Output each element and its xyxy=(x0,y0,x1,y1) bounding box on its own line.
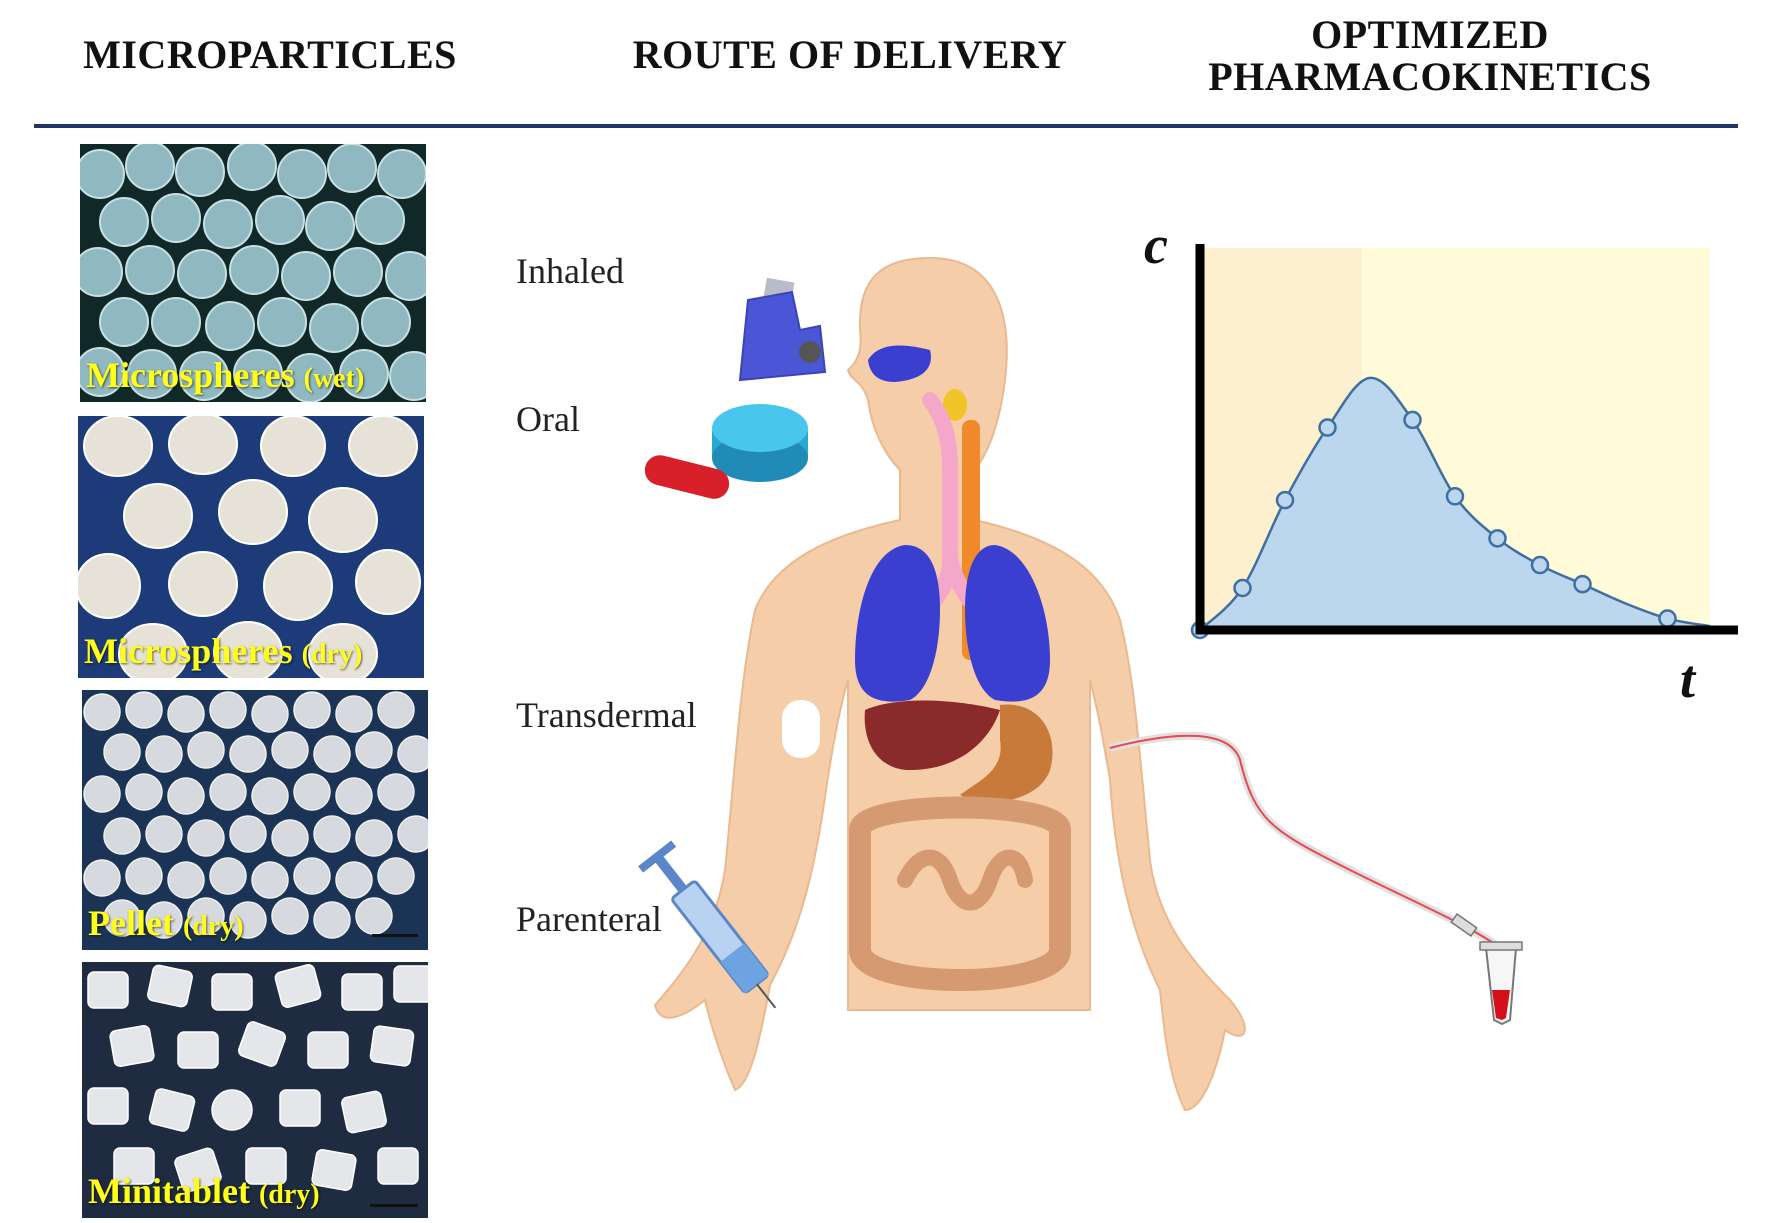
intestines xyxy=(849,796,1071,991)
route-label-inhaled: Inhaled xyxy=(516,251,624,291)
transdermal-patch xyxy=(782,700,820,758)
data-point xyxy=(1488,529,1507,548)
left-lung xyxy=(855,545,940,702)
heading-pk-line1: OPTIMIZED xyxy=(1311,12,1549,57)
y-axis-label: c xyxy=(1144,215,1168,275)
x-axis-label: t xyxy=(1680,649,1696,709)
minitablet-image xyxy=(82,962,428,1218)
data-point xyxy=(1445,487,1465,506)
data-point xyxy=(1318,418,1337,437)
blood-sampling-line xyxy=(1109,731,1513,959)
organs xyxy=(782,345,1071,991)
dry-spheres-image xyxy=(78,416,424,678)
photo-microspheres-wet: Microspheres (wet) xyxy=(80,144,426,402)
sample-vial-icon xyxy=(1450,912,1523,1026)
right-lung xyxy=(965,545,1050,702)
header-divider xyxy=(34,124,1738,128)
stomach xyxy=(960,704,1053,802)
data-point xyxy=(1573,574,1592,594)
liver xyxy=(864,700,1000,770)
tablet-icon xyxy=(712,404,808,482)
heading-optimized-pharmacokinetics: OPTIMIZED PHARMACOKINETICS xyxy=(1150,14,1710,98)
pellet-image xyxy=(82,690,428,950)
human-body-silhouette xyxy=(653,256,1246,1112)
heading-route-of-delivery: ROUTE OF DELIVERY xyxy=(632,32,1068,77)
heading-microparticles: MICROPARTICLES xyxy=(83,32,457,77)
wet-spheres-image xyxy=(80,144,426,402)
pk-chart xyxy=(1190,244,1738,640)
capsule-icon xyxy=(644,455,730,499)
data-point xyxy=(1233,578,1252,598)
caption-microspheres-dry: Microspheres (dry) xyxy=(84,631,363,671)
photo-microspheres-dry: Microspheres (dry) xyxy=(78,416,424,678)
photo-pellet-dry: Pellet (dry) xyxy=(82,690,428,950)
caption-minitablet-dry: Minitablet (dry) xyxy=(88,1171,320,1211)
photo-minitablet-dry: Minitablet (dry) xyxy=(82,962,428,1218)
nasal-cavity xyxy=(868,345,931,382)
caption-pellet-dry: Pellet (dry) xyxy=(88,903,244,943)
route-label-parenteral: Parenteral xyxy=(516,899,662,939)
caption-microspheres-wet: Microspheres (wet) xyxy=(86,355,365,395)
data-point xyxy=(1403,410,1422,430)
route-label-oral: Oral xyxy=(516,399,580,439)
data-point xyxy=(1530,555,1550,575)
salivary-gland xyxy=(943,389,967,421)
inhaler-icon xyxy=(738,277,827,382)
syringe-icon xyxy=(638,840,777,1009)
data-point xyxy=(1658,609,1677,628)
route-label-transdermal: Transdermal xyxy=(516,695,697,735)
heading-pk-line2: PHARMACOKINETICS xyxy=(1208,54,1652,99)
data-point xyxy=(1275,490,1295,510)
